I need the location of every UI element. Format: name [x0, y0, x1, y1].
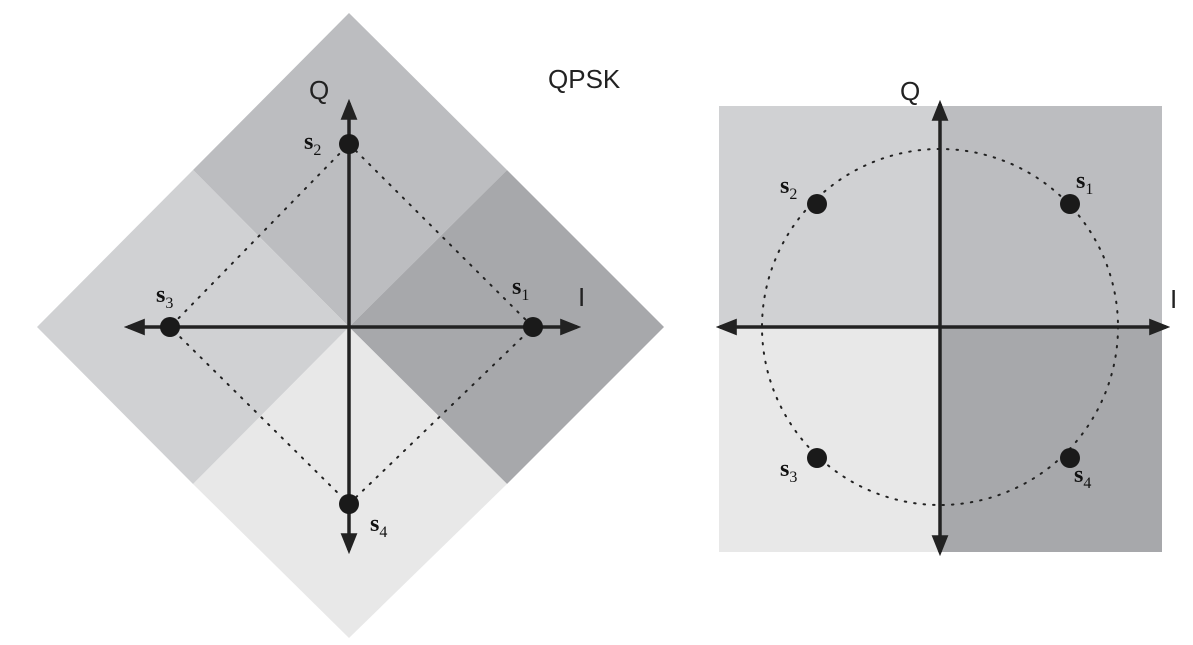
left-label-s2: s2	[304, 129, 321, 159]
left-point-s4	[339, 494, 359, 514]
left-point-s1	[523, 317, 543, 337]
right-label-s4: s4	[1074, 462, 1091, 492]
left-constellation: Q I s1 s2 s3 s4	[37, 13, 664, 638]
right-region-q2	[719, 106, 940, 327]
left-point-s2	[339, 134, 359, 154]
right-constellation: Q I s1 s2 s3 s4	[715, 76, 1177, 557]
right-point-s4	[1060, 448, 1080, 468]
right-label-s2: s2	[780, 173, 797, 203]
right-label-s1: s1	[1076, 168, 1093, 198]
left-label-s3: s3	[156, 282, 173, 312]
left-label-s4: s4	[370, 511, 387, 541]
right-point-s2	[807, 194, 827, 214]
diagram-title: QPSK	[548, 64, 621, 94]
right-i-label: I	[1170, 284, 1177, 314]
left-point-s3	[160, 317, 180, 337]
right-region-q3	[719, 327, 940, 552]
right-region-q1	[940, 106, 1162, 327]
left-i-label: I	[578, 282, 585, 312]
right-point-s1	[1060, 194, 1080, 214]
left-q-label: Q	[309, 75, 329, 105]
right-q-label: Q	[900, 76, 920, 106]
right-label-s3: s3	[780, 456, 797, 486]
right-region-q4	[940, 327, 1162, 552]
left-label-s1: s1	[512, 274, 529, 304]
right-point-s3	[807, 448, 827, 468]
